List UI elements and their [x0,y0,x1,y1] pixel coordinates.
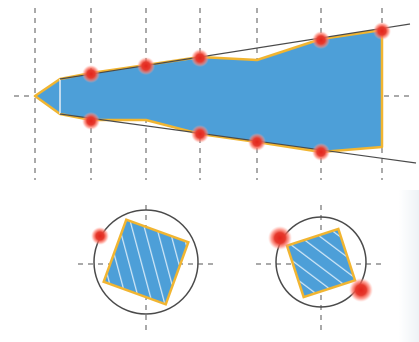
marker-dot [82,112,100,130]
marker-dot [191,125,209,143]
section-circle [93,209,199,315]
hatched-square [285,227,357,299]
upper-tangent-line [59,23,411,80]
marker-dot [373,22,391,40]
blade-markers [82,22,391,161]
marker-dot [248,133,266,151]
marker-dot [137,57,155,75]
right-edge-shading [399,190,419,342]
hatched-square [102,218,190,306]
marker-dot [312,31,330,49]
lower-tangent-line [59,113,417,164]
cross-section-left [91,209,199,315]
marker-dot [268,226,292,250]
marker-dot [349,278,373,302]
section-circle [275,216,367,308]
marker-dot [82,65,100,83]
marker-dot [191,49,209,67]
marker-dot [312,143,330,161]
tangent-lines [59,23,417,164]
cross-section-right [268,216,373,308]
blade-shape [33,28,384,154]
marker-dot [91,227,109,245]
